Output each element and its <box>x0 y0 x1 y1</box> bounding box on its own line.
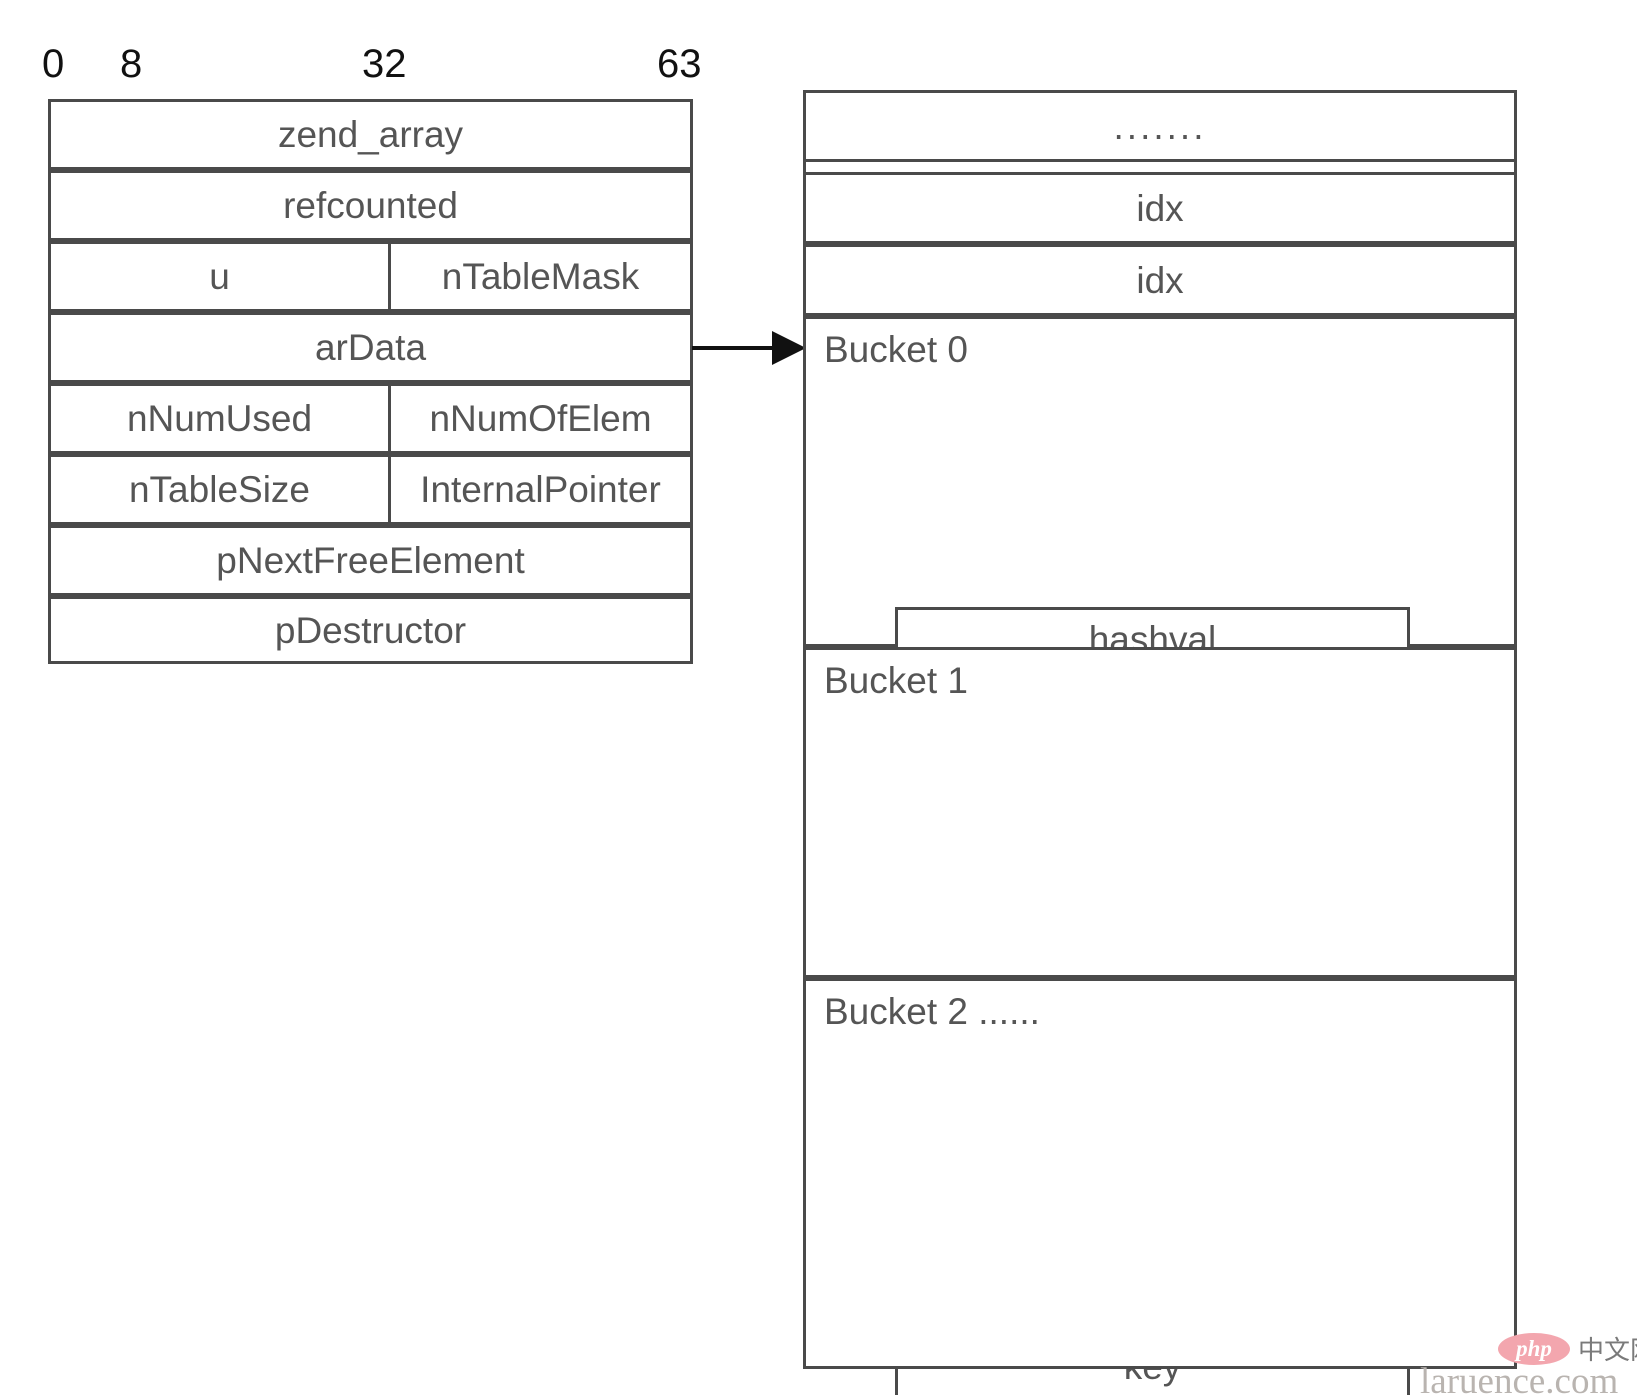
struct-cell-refcounted: refcounted <box>51 173 690 238</box>
hash-slot-cell-1: idx <box>806 175 1514 241</box>
struct-label-nnumofelem: nNumOfElem <box>429 398 652 439</box>
bucket-1-title: Bucket 1 <box>824 660 968 701</box>
struct-label-nnumused: nNumUsed <box>126 398 313 439</box>
struct-row-nnumused-nnumofelem: nNumUsed nNumOfElem <box>48 383 693 454</box>
watermark-badge: php 中文网 <box>1498 1330 1637 1367</box>
bucket-2: Bucket 2 ...... <box>803 978 1517 1369</box>
struct-label-ardata: arData <box>314 327 427 368</box>
struct-row-pnextfreeelement: pNextFreeElement <box>48 525 693 596</box>
hash-slot-idx-2: idx <box>803 244 1517 316</box>
struct-label-ntablemask: nTableMask <box>441 256 640 297</box>
bucket-2-title: Bucket 2 ...... <box>824 991 1040 1032</box>
struct-cell-ntablemask: nTableMask <box>388 244 690 309</box>
hash-slot-label-1: idx <box>1136 187 1184 229</box>
hash-slot-ellipsis: ....... <box>803 90 1517 162</box>
struct-cell-ntablesize: nTableSize <box>51 457 388 522</box>
struct-row-u-ntablemask: u nTableMask <box>48 241 693 312</box>
struct-row-pdestructor: pDestructor <box>48 596 693 664</box>
struct-row-ntablesize-internalpointer: nTableSize InternalPointer <box>48 454 693 525</box>
struct-label-u: u <box>209 256 230 297</box>
struct-cell-ardata: arData <box>51 315 690 380</box>
struct-cell-pdestructor: pDestructor <box>51 599 690 661</box>
hash-slot-idx-1: idx <box>803 172 1517 244</box>
struct-label-pdestructor: pDestructor <box>274 609 467 651</box>
ruler-tick-0: 0 <box>42 42 65 86</box>
bucket-1: Bucket 1 hashval key zval <box>803 647 1517 1395</box>
struct-label-internalpointer: InternalPointer <box>420 469 661 510</box>
struct-cell-pnextfreeelement: pNextFreeElement <box>51 528 690 593</box>
struct-label-ntablesize: nTableSize <box>128 469 310 510</box>
struct-cell-nnumofelem: nNumOfElem <box>388 386 690 451</box>
ruler-tick-8: 8 <box>120 42 143 86</box>
bucket-0: Bucket 0 hashval key zval <box>803 316 1517 827</box>
arrow-right-icon <box>692 331 806 365</box>
ruler-tick-63: 63 <box>657 42 702 86</box>
struct-row-ardata: arData <box>48 312 693 383</box>
struct-row-refcounted: refcounted <box>48 170 693 241</box>
struct-cell-nnumused: nNumUsed <box>51 386 388 451</box>
struct-row-zend-array: zend_array <box>48 99 693 170</box>
hash-slot-label-2: idx <box>1136 259 1184 301</box>
hash-slot-label-0: ....... <box>1113 105 1207 147</box>
hash-slot-cell-2: idx <box>806 247 1514 313</box>
struct-label-refcounted: refcounted <box>283 185 458 226</box>
bucket-0-title: Bucket 0 <box>824 329 968 370</box>
hash-slot-cell-0: ....... <box>806 93 1514 159</box>
struct-label-pnextfreeelement: pNextFreeElement <box>216 540 525 581</box>
struct-cell-internalpointer: InternalPointer <box>388 457 690 522</box>
watermark-cn-label: 中文网 <box>1578 1335 1637 1365</box>
struct-cell-u: u <box>51 244 388 309</box>
ruler-tick-32: 32 <box>362 42 407 86</box>
struct-label-zend-array: zend_array <box>277 114 464 155</box>
struct-cell-zend-array: zend_array <box>51 102 690 167</box>
